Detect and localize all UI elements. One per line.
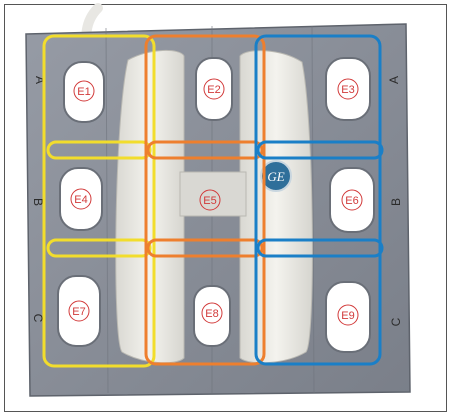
- orange-column-outline: [144, 34, 266, 366]
- row-label-c-left: C: [31, 314, 45, 323]
- electrode-e4-marker: [70, 188, 92, 210]
- electrode-e4-label: E4: [74, 194, 87, 206]
- electrode-e3-marker: [337, 78, 359, 100]
- window-e1: [63, 61, 105, 123]
- blue-band-upper: [256, 140, 384, 160]
- right-handle: [239, 50, 313, 364]
- left-handle: [115, 49, 185, 364]
- pad-seam: [105, 27, 109, 394]
- window-e2: [195, 57, 233, 121]
- blue-column-outline: [254, 34, 382, 366]
- electrode-windows: [57, 57, 375, 353]
- yellow-region-group: [42, 34, 156, 368]
- electrode-e9-label: E9: [341, 310, 354, 322]
- row-label-a-right: A: [387, 76, 401, 84]
- electrode-e8-label: E8: [205, 308, 218, 320]
- window-e3: [325, 57, 371, 121]
- orange-band-upper: [146, 140, 264, 160]
- ge-logo-icon: [260, 160, 292, 192]
- row-label-c-right: C: [389, 317, 403, 326]
- electrode-e5-label: E5: [203, 195, 216, 207]
- window-e4: [59, 167, 103, 231]
- electrode-e6-label: E6: [345, 195, 358, 207]
- yellow-band-lower: [46, 238, 152, 258]
- electrode-e1-label: E1: [77, 86, 90, 98]
- pad-seam: [311, 25, 315, 394]
- electrode-e2-marker: [203, 78, 225, 100]
- ge-logo-text: GE: [267, 169, 284, 184]
- electrode-e8-marker: [201, 302, 223, 324]
- row-label-b-left: B: [31, 198, 45, 206]
- electrode-e9-marker: [337, 304, 359, 326]
- window-e9: [325, 281, 371, 353]
- electrode-e7-label: E7: [72, 306, 85, 318]
- yellow-column-outline: [42, 34, 156, 368]
- blue-band-lower: [256, 238, 384, 258]
- row-label-a-left: A: [33, 76, 47, 84]
- window-e8: [193, 285, 231, 347]
- electrode-markers: E1 E2 E3 E4 E5 E6 E7 E8 E9: [68, 78, 363, 326]
- electrode-e5-marker: [199, 189, 221, 211]
- orange-region-group: [144, 34, 266, 366]
- orange-band-lower: [146, 238, 264, 258]
- window-e6: [329, 167, 375, 233]
- blue-region-group: [254, 34, 384, 366]
- electrode-e1-marker: [73, 80, 95, 102]
- row-label-b-right: B: [389, 198, 403, 206]
- window-e7: [57, 275, 101, 347]
- electrode-e2-label: E2: [207, 84, 220, 96]
- center-bridge: [179, 171, 247, 217]
- yellow-band-upper: [46, 140, 152, 160]
- electrode-e6-marker: [341, 189, 363, 211]
- electrode-e7-marker: [68, 300, 90, 322]
- electrode-e3-label: E3: [341, 84, 354, 96]
